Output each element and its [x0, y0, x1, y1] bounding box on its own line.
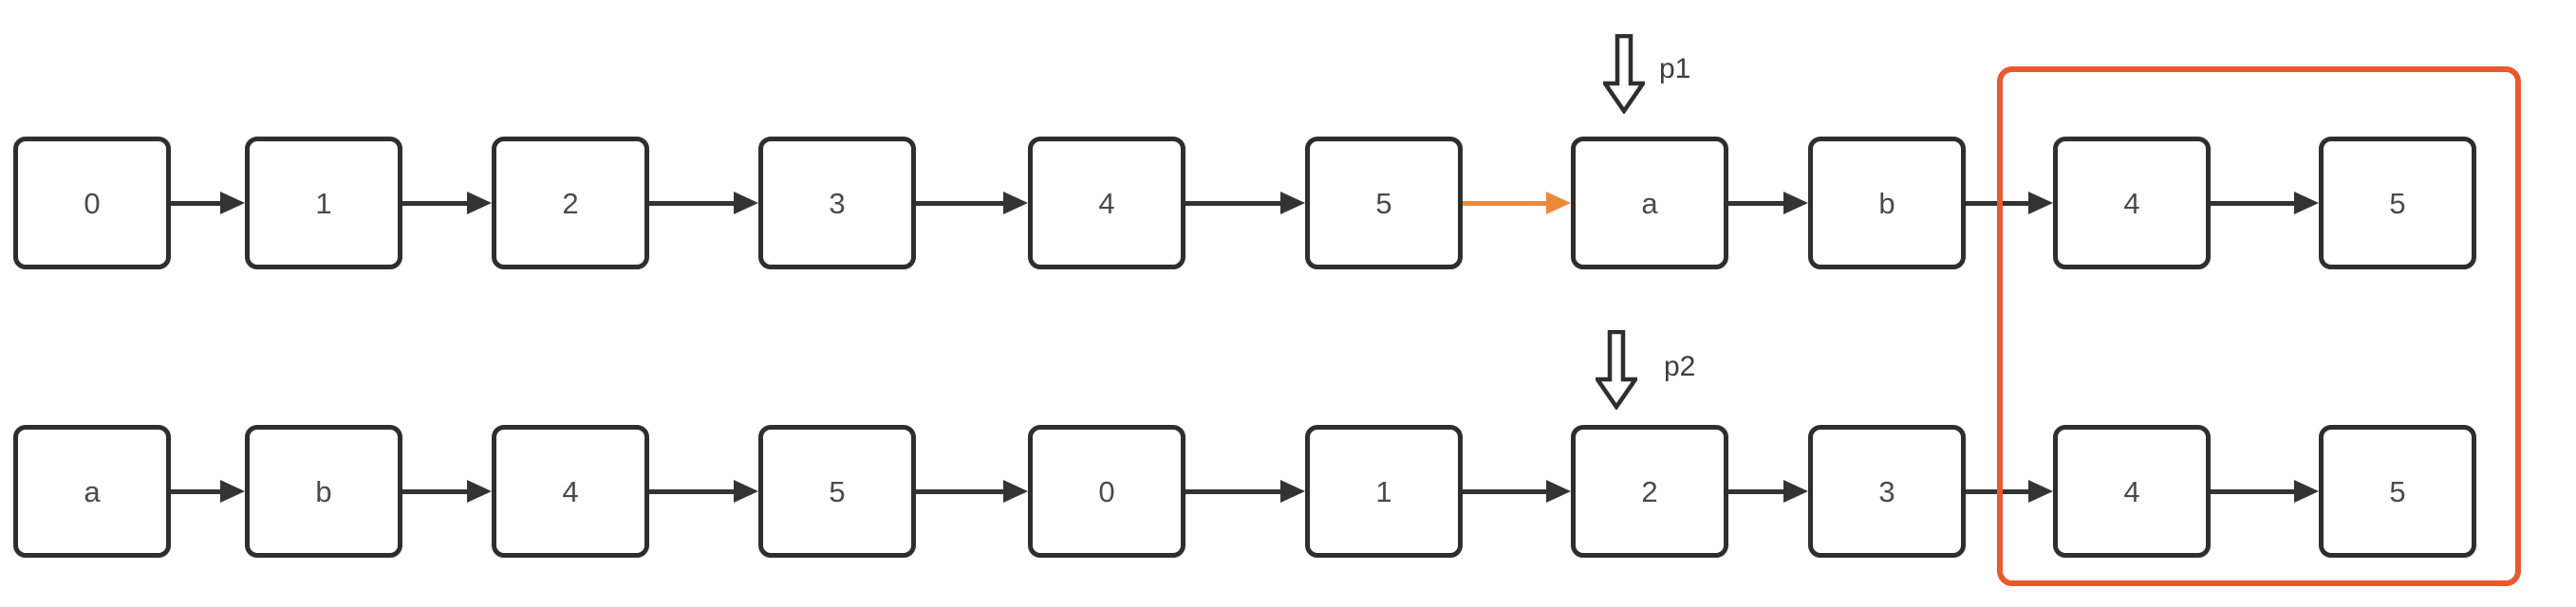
pointer-name-label: p1 [1659, 53, 1691, 84]
list-node: 4 [2053, 137, 2211, 269]
next-pointer-arrow [1966, 192, 2053, 214]
node-value-label: 5 [829, 474, 846, 508]
next-pointer-arrow [649, 480, 758, 503]
arrow-line [1966, 488, 2032, 494]
arrow-line [402, 488, 471, 494]
node-value-label: a [1641, 186, 1658, 220]
next-pointer-arrow [1463, 480, 1571, 503]
arrow-head [2028, 480, 2053, 503]
arrow-head [467, 192, 492, 214]
list-node: 0 [13, 137, 171, 269]
list-node: 1 [245, 137, 402, 269]
arrow-line [1185, 200, 1284, 206]
arrow-line [1463, 488, 1550, 494]
next-pointer-arrow [649, 192, 758, 214]
list-node: 5 [2319, 137, 2476, 269]
arrow-head [2028, 192, 2053, 214]
arrow-line [1185, 488, 1284, 494]
arrow-head [1546, 192, 1571, 214]
next-pointer-arrow [1185, 480, 1305, 503]
next-pointer-arrow [1728, 192, 1808, 214]
pointer-name-label: p2 [1664, 351, 1696, 382]
node-value-label: b [315, 474, 332, 508]
arrow-head [1783, 480, 1808, 503]
arrow-head [1003, 192, 1028, 214]
next-pointer-arrow [171, 480, 245, 503]
arrow-line [2211, 488, 2298, 494]
arrow-head [734, 480, 758, 503]
list-node: 2 [492, 137, 649, 269]
arrow-head [220, 192, 245, 214]
arrow-line [1966, 200, 2032, 206]
next-pointer-arrow [1728, 480, 1808, 503]
list-node: 4 [2053, 425, 2211, 558]
node-value-label: 3 [1878, 474, 1895, 508]
arrow-line [1728, 200, 1787, 206]
highlight-next-pointer-arrow [1463, 192, 1571, 214]
next-pointer-arrow [402, 192, 492, 214]
node-value-label: 4 [1098, 186, 1115, 220]
node-value-label: 1 [1375, 474, 1392, 508]
next-pointer-arrow [1966, 480, 2053, 503]
arrow-line [402, 200, 471, 206]
arrow-head [1280, 480, 1305, 503]
next-pointer-arrow [171, 192, 245, 214]
arrow-line [649, 200, 737, 206]
node-value-label: 5 [2389, 474, 2406, 508]
next-pointer-arrow [916, 192, 1028, 214]
list-node: 3 [758, 137, 916, 269]
node-value-label: 5 [1375, 186, 1392, 220]
arrow-line [1728, 488, 1787, 494]
node-value-label: 0 [84, 186, 101, 220]
node-value-label: 4 [2123, 474, 2140, 508]
arrow-head [1546, 480, 1571, 503]
node-value-label: 3 [829, 186, 846, 220]
list-node: a [1571, 137, 1728, 269]
arrow-line [649, 488, 737, 494]
node-value-label: 1 [315, 186, 332, 220]
list-node: 5 [1305, 137, 1463, 269]
next-pointer-arrow [916, 480, 1028, 503]
node-value-label: 4 [2123, 186, 2140, 220]
node-value-label: 4 [562, 474, 579, 508]
list-node: b [1808, 137, 1966, 269]
list-node: a [13, 425, 171, 558]
arrow-line [171, 200, 224, 206]
node-value-label: b [1878, 186, 1895, 220]
down-arrow-icon [1596, 330, 1637, 410]
arrow-head [467, 480, 492, 503]
arrow-head [1280, 192, 1305, 214]
arrow-head [1783, 192, 1808, 214]
arrow-head [1003, 480, 1028, 503]
next-pointer-arrow [2211, 192, 2319, 214]
arrow-line [916, 200, 1007, 206]
arrow-head [734, 192, 758, 214]
arrow-line [171, 488, 224, 494]
next-pointer-arrow [1185, 192, 1305, 214]
arrow-line [1463, 200, 1550, 206]
arrow-line [2211, 200, 2298, 206]
list-node: 0 [1028, 425, 1185, 558]
list-node: 5 [2319, 425, 2476, 558]
list-node: 2 [1571, 425, 1728, 558]
list-node: 3 [1808, 425, 1966, 558]
arrow-head [220, 480, 245, 503]
list-node: 1 [1305, 425, 1463, 558]
list-node: b [245, 425, 402, 558]
arrow-head [2294, 192, 2319, 214]
arrow-line [916, 488, 1007, 494]
list-node: 4 [1028, 137, 1185, 269]
arrow-head [2294, 480, 2319, 503]
list-node: 5 [758, 425, 916, 558]
next-pointer-arrow [2211, 480, 2319, 503]
node-value-label: a [84, 474, 101, 508]
node-value-label: 5 [2389, 186, 2406, 220]
node-value-label: 2 [1641, 474, 1658, 508]
node-value-label: 2 [562, 186, 579, 220]
node-value-label: 0 [1098, 474, 1115, 508]
list-node: 4 [492, 425, 649, 558]
next-pointer-arrow [402, 480, 492, 503]
down-arrow-icon [1603, 34, 1645, 114]
